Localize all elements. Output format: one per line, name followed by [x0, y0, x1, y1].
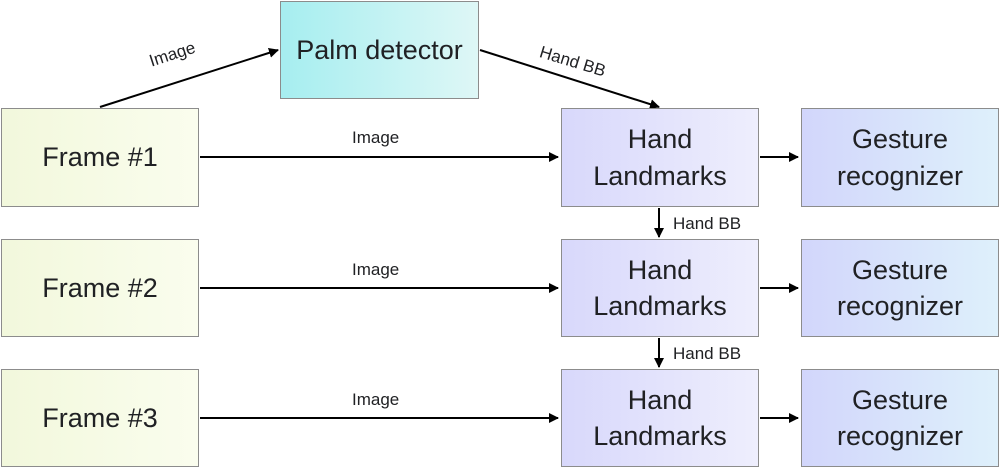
gesture-recognizer-2-label: Gesture recognizer	[836, 254, 964, 321]
edge-label-frame1-to-hand1: Image	[352, 128, 400, 147]
frame-1-node: Frame #1	[1, 108, 199, 207]
frame-3-node: Frame #3	[1, 369, 199, 467]
gesture-recognizer-2-node: Gesture recognizer	[801, 239, 999, 337]
palm-detector-node: Palm detector	[280, 1, 479, 99]
edge-frame1-to-palm	[99, 47, 279, 108]
hand-landmarks-2-node: Hand Landmarks	[561, 239, 759, 337]
hand-landmarks-1-label: Hand Landmarks	[593, 124, 727, 191]
edge-palm-to-hand1	[479, 49, 660, 110]
hand-landmarks-3-label: Hand Landmarks	[593, 384, 727, 451]
edge-label-frame3-to-hand3: Image	[352, 390, 400, 409]
edge-label-hand2-to-hand3: Hand BB	[673, 344, 742, 363]
gesture-recognizer-1-node: Gesture recognizer	[801, 108, 999, 207]
palm-detector-label: Palm detector	[296, 34, 463, 65]
hand-landmarks-1-node: Hand Landmarks	[561, 108, 759, 207]
hand-landmarks-2-label: Hand Landmarks	[593, 254, 727, 321]
frame-3-label: Frame #3	[42, 402, 158, 433]
frame-1-label: Frame #1	[42, 142, 158, 173]
gesture-recognizer-1-label: Gesture recognizer	[836, 124, 964, 191]
gesture-recognizer-3-label: Gesture recognizer	[836, 384, 964, 451]
edge-label-frame2-to-hand2: Image	[352, 260, 400, 279]
gesture-recognizer-3-node: Gesture recognizer	[801, 369, 999, 467]
frame-2-label: Frame #2	[42, 272, 158, 303]
frame-2-node: Frame #2	[1, 239, 199, 337]
edge-label-hand1-to-hand2: Hand BB	[673, 214, 742, 233]
hand-landmarks-3-node: Hand Landmarks	[561, 369, 759, 467]
